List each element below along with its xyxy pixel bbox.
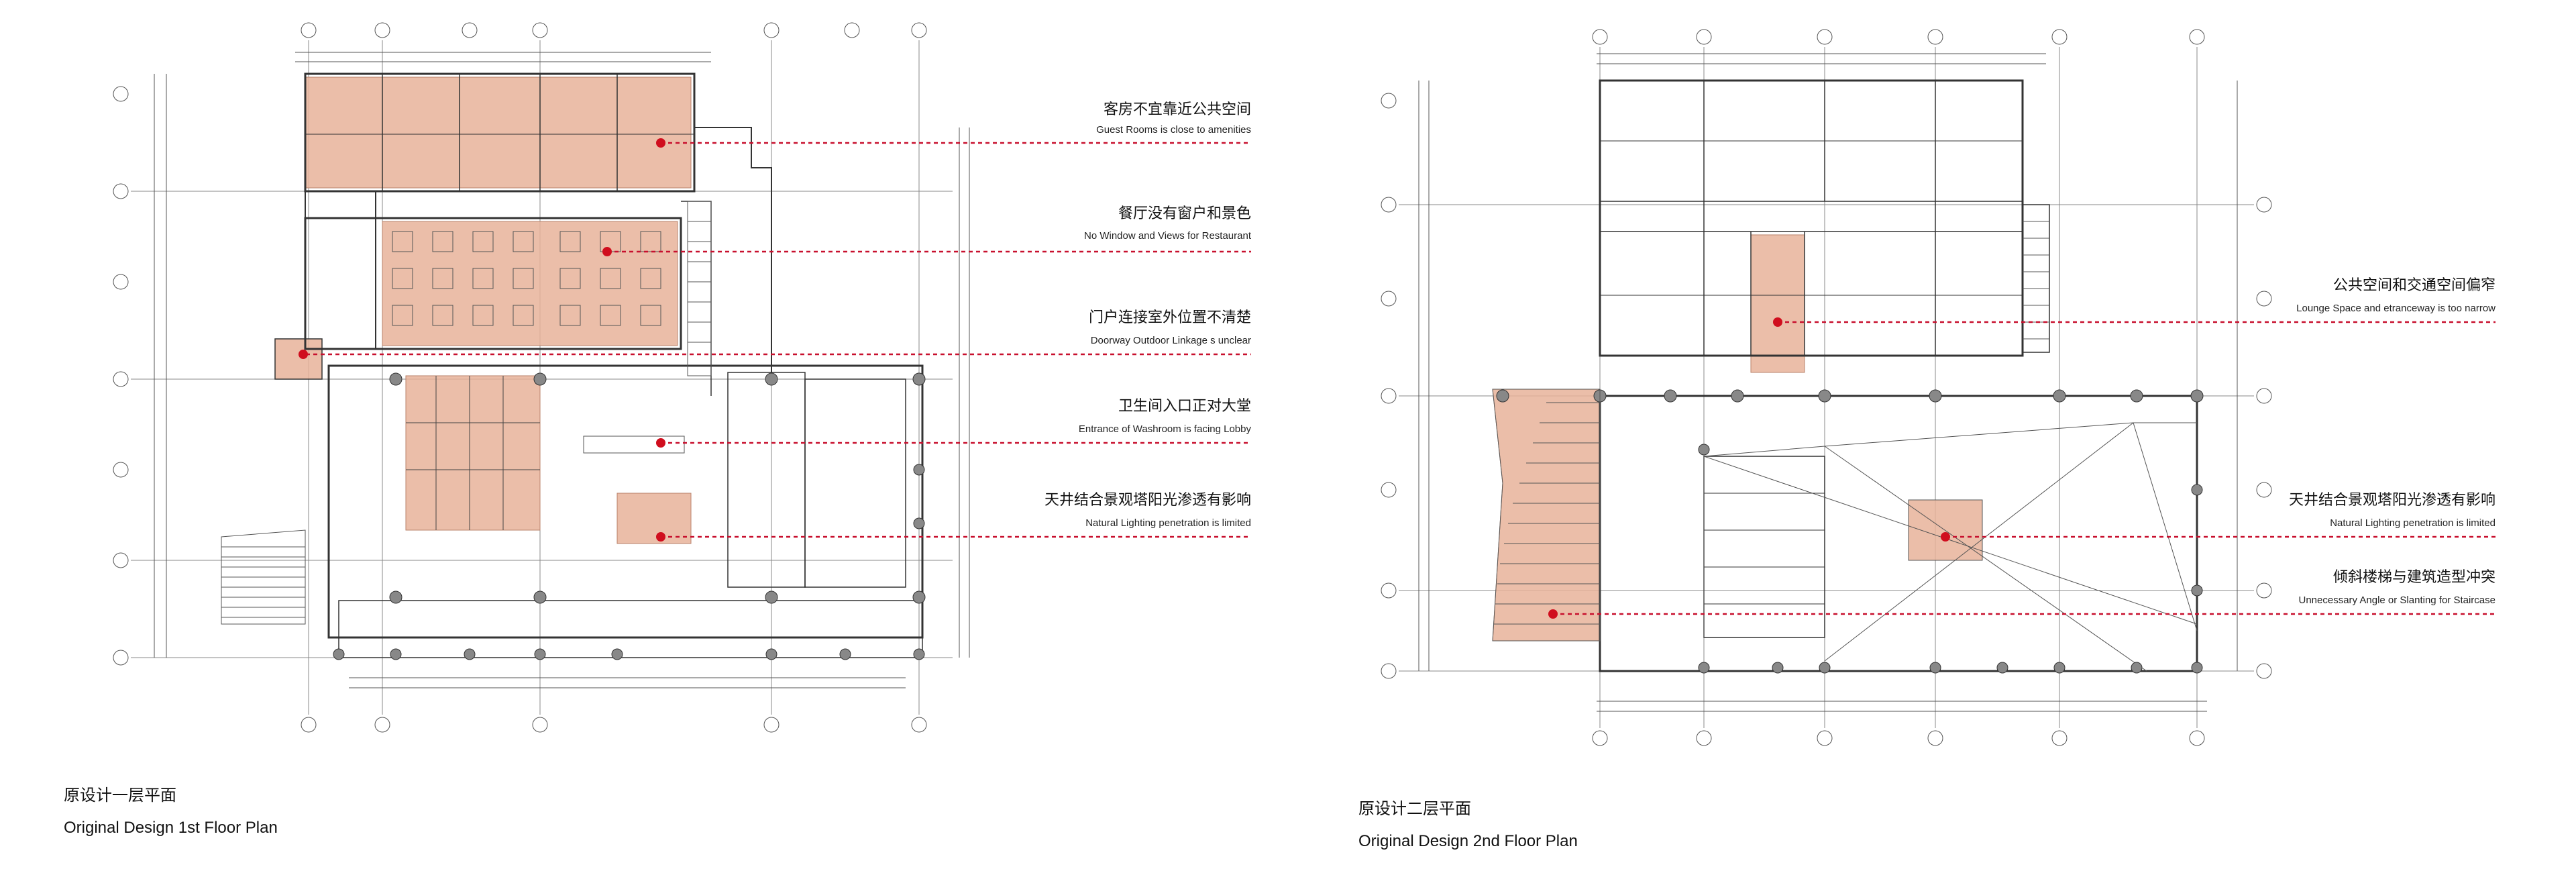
- plan-1-doorway-zone: [274, 338, 323, 380]
- plan-2-annotation-3-cn: 倾斜楼梯与建筑造型冲突: [2333, 569, 2496, 586]
- plan-2-annotation-labels: 公共空间和交通空间偏窄 Lounge Space and etranceway …: [2289, 277, 2496, 606]
- plan-1-annotation-5-en: Natural Lighting penetration is limited: [1085, 517, 1251, 529]
- plan-2-annotation-2-en: Natural Lighting penetration is limited: [2330, 517, 2496, 529]
- plan-1-caption: 原设计一层平面 Original Design 1st Floor Plan: [64, 782, 278, 837]
- plan-2-walls: [1492, 79, 2204, 674]
- plan-1-annotation-4-cn: 卫生间入口正对大堂: [1118, 398, 1251, 415]
- plan-2-staircase-zone: [1492, 389, 1601, 642]
- plan-1-annotation-3-cn: 门户连接室外位置不清楚: [1089, 309, 1251, 326]
- plan-2-lounge-zone: [1750, 234, 1805, 373]
- plan-1-annotation-2-en: No Window and Views for Restaurant: [1084, 230, 1252, 242]
- plan-2-annotation-1-en: Lounge Space and etranceway is too narro…: [2296, 303, 2496, 314]
- plan-2-caption-cn: 原设计二层平面: [1358, 799, 1471, 818]
- plan-2-annotation-1-cn: 公共空间和交通空间偏窄: [2333, 277, 2496, 294]
- plan-2-grid-bubbles: [1381, 29, 2272, 746]
- plan-1-annotation-5-cn: 天井结合景观塔阳光渗透有影响: [1044, 492, 1251, 509]
- plan-1-annotation-3-en: Doorway Outdoor Linkage s unclear: [1091, 335, 1251, 346]
- plan-1-drawing: 客房不宜靠近公共空间 Guest Rooms is close to ameni…: [113, 22, 1252, 733]
- plan-2-drawing: 公共空间和交通空间偏窄 Lounge Space and etranceway …: [1381, 29, 2496, 746]
- plan-2-annotation-3-en: Unnecessary Angle or Slanting for Stairc…: [2299, 595, 2496, 606]
- plan-2-caption: 原设计二层平面 Original Design 2nd Floor Plan: [1358, 795, 1578, 851]
- plan-1-annotation-lines: [299, 138, 1251, 542]
- plan-1-courtyard-zone: [616, 493, 692, 544]
- plan-1-washroom-zone: [405, 375, 541, 531]
- plan-1-restaurant-zone: [382, 221, 678, 346]
- plan-1-annotation-4-en: Entrance of Washroom is facing Lobby: [1079, 423, 1252, 435]
- plan-1-walls: [221, 72, 926, 660]
- plan-1-annotation-2-cn: 餐厅没有窗户和景色: [1118, 205, 1251, 222]
- plan-2-courtyard-zone: [1908, 499, 1983, 561]
- plan-2-caption-en: Original Design 2nd Floor Plan: [1358, 832, 1578, 850]
- plan-2-annotation-2-cn: 天井结合景观塔阳光渗透有影响: [2289, 492, 2496, 509]
- plan-1-grid-bubbles: [113, 22, 927, 733]
- plan-2-annotation-lines: [1548, 317, 2496, 619]
- plan-1-annotation-1-cn: 客房不宜靠近公共空间: [1104, 101, 1251, 118]
- plan-1-annotation-1-en: Guest Rooms is close to amenities: [1096, 124, 1251, 136]
- plan-1-caption-en: Original Design 1st Floor Plan: [64, 819, 278, 837]
- plan-1-guest-rooms-zone: [305, 76, 692, 189]
- plan-1-caption-cn: 原设计一层平面: [64, 786, 176, 805]
- plan-1-annotation-labels: 客房不宜靠近公共空间 Guest Rooms is close to ameni…: [1044, 101, 1252, 529]
